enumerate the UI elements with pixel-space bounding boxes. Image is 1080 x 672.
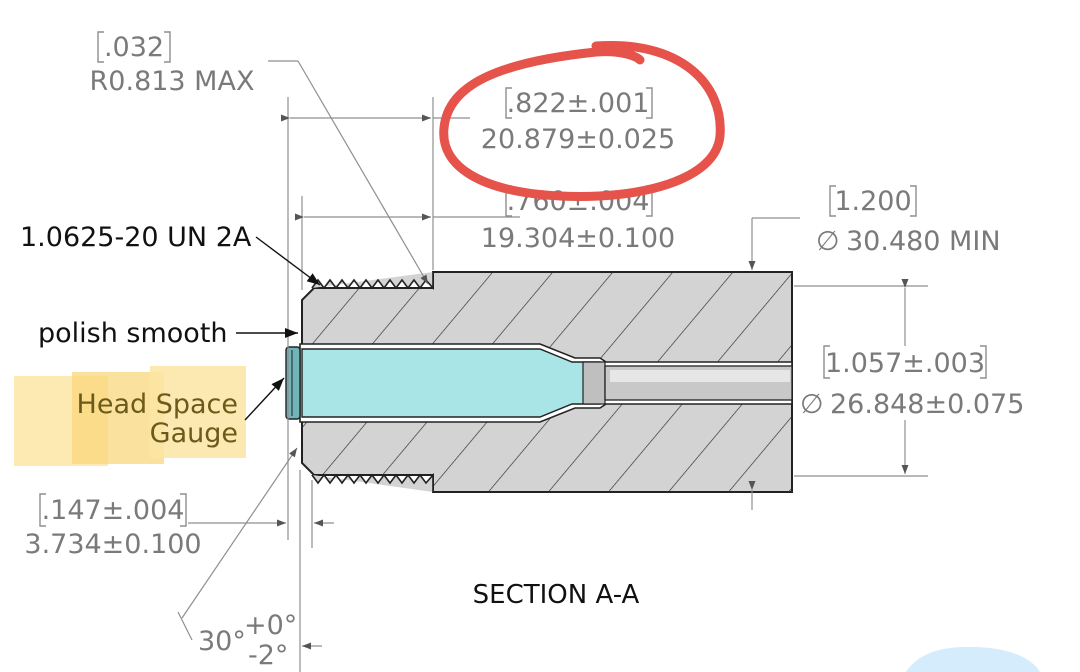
thread-depth-mm: 19.304±0.100 [481,223,675,254]
head-space-gauge [301,348,601,418]
rim-depth-inch: .147±.004 [42,495,185,526]
bore-diameter-symbol: ∅ [800,389,824,420]
gauge-label-line1: Head Space [77,389,238,420]
bore-diameter-mm: 26.848±0.075 [830,389,1024,420]
thread-bottom [311,472,434,492]
annotation-circle [439,40,725,201]
section-title: SECTION A-A [473,580,640,610]
angle-base: 30° [198,626,246,657]
gauge-highlight [14,366,246,466]
outer-diameter-symbol: ∅ [816,226,840,257]
dimension-lines [177,60,928,672]
corner-blob [906,646,1040,672]
thread-top [311,272,434,291]
callout-leaders [236,236,321,421]
radius-inch: .032 [104,32,164,63]
bore [285,343,793,423]
gauge-label-line2: Gauge [150,418,238,449]
depth-mm: 20.879±0.025 [481,124,675,155]
rim-depth-mm: 3.734±0.100 [24,529,201,560]
radius-mm: R0.813 MAX [90,66,255,97]
gauge-rim [285,346,301,420]
bore-diameter-inch: 1.057±.003 [825,348,985,379]
depth-inch: .822±.001 [507,88,650,119]
angle-upper-tol: +0° [244,610,297,641]
outer-diameter-inch: 1.200 [834,186,911,217]
angle-lower-tol: -2° [248,640,288,671]
outer-diameter-mm: 30.480 MIN [846,226,1001,257]
polish-callout: polish smooth [38,318,228,349]
thread-callout: 1.0625-20 UN 2A [20,222,252,253]
